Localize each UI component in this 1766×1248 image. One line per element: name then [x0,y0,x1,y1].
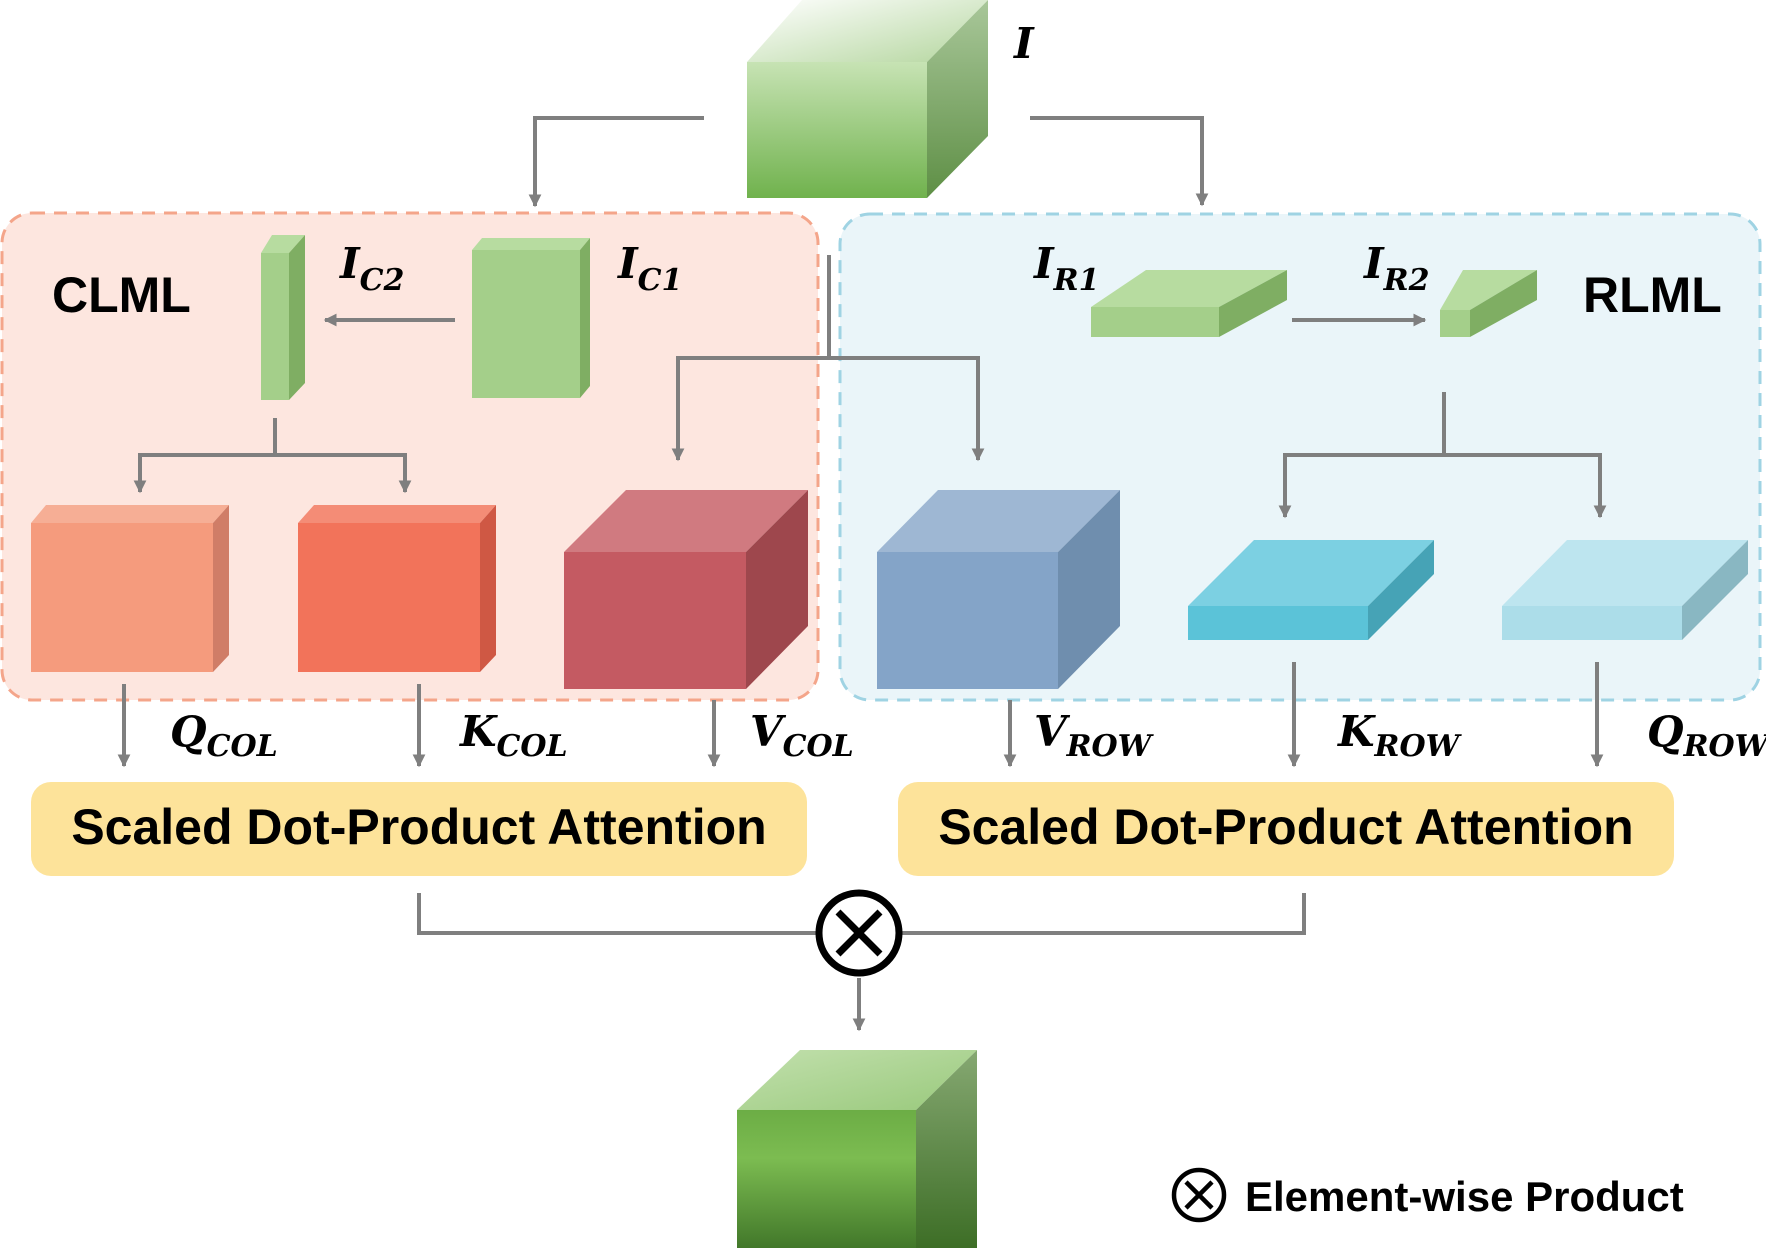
connectors [117,116,1607,1032]
v-col-label: VCOL [750,707,854,764]
arrow-input-to-rlml [1030,116,1209,207]
attention-box-left [31,782,807,876]
legend: Element-wise Product [1171,1167,1684,1223]
k-col-label: KCOL [459,707,568,764]
line-attention-right-to-product [902,893,1306,935]
input-label: I [1013,19,1035,68]
output-cube [737,1050,977,1248]
k-row-block [1188,540,1434,640]
element-wise-product-icon [815,889,903,977]
ir2-block [1440,270,1537,337]
ic2-block [261,235,305,400]
attention-label-right: Scaled Dot-Product Attention [938,799,1633,855]
ic2-label: IC2 [339,239,404,298]
ir1-label: IR1 [1033,239,1099,298]
clml-title: CLML [52,267,191,323]
q-row-block [1502,540,1748,640]
legend-product-icon [1171,1167,1227,1223]
v-col-block [564,490,808,689]
arrow-input-to-clml [528,116,704,208]
ir2-label: IR2 [1363,239,1429,298]
k-col-block [298,505,496,672]
ic1-label: IC1 [617,239,682,298]
q-col-label: QCOL [170,707,278,764]
rlml-title: RLML [1583,267,1722,323]
legend-label: Element-wise Product [1245,1173,1684,1220]
line-attention-left-to-product [417,893,816,935]
v-row-label: VROW [1034,707,1155,764]
attention-box-right [898,782,1674,876]
attention-label-left: Scaled Dot-Product Attention [71,799,766,855]
ir1-block [1091,270,1287,337]
v-row-block [877,490,1120,689]
q-row-label: QROW [1647,707,1766,764]
ic1-block [472,238,590,398]
input-cube [747,0,988,198]
q-col-block [31,505,229,672]
k-row-label: KROW [1337,707,1463,764]
